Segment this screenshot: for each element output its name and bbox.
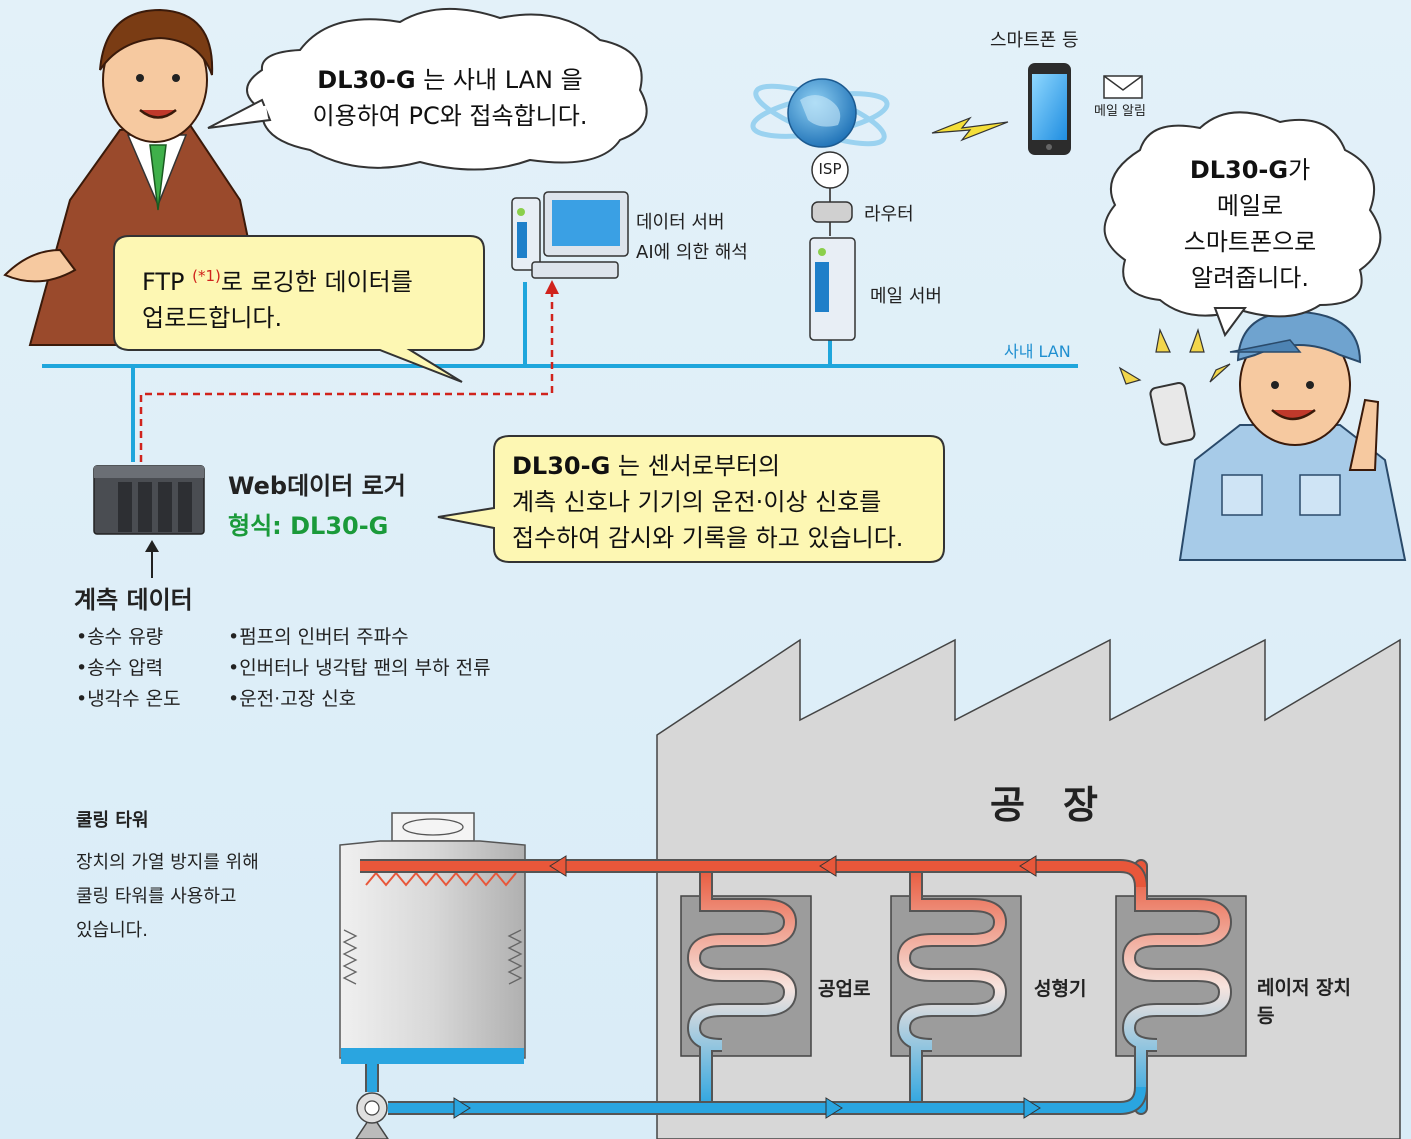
right-speech-bubble — [1103, 111, 1382, 338]
ftp-line1: 로 로깅한 데이터를 — [220, 268, 413, 296]
right-bubble-line2: 메일로 — [1216, 192, 1284, 220]
lan-label: 사내 LAN — [1004, 342, 1071, 361]
data-server-line1: 데이터 서버 — [636, 212, 725, 233]
machine-label-laser: 레이저 장치 등 — [1257, 974, 1351, 1030]
monitor-line2: 계측 신호나 기기의 운전·이상 신호를 — [512, 488, 882, 516]
right-bubble-line3: 스마트폰으로 — [1183, 228, 1317, 256]
top-bubble-text: DL30-G 는 사내 LAN 을 이용하여 PC와 접속합니다. — [270, 62, 630, 134]
data-server-label: 데이터 서버 AI에 의한 해석 — [636, 208, 748, 268]
cooling-line2: 쿨링 타워를 사용하고 — [76, 886, 237, 907]
monitor-callout-box — [437, 435, 945, 563]
smartphone-icon — [1028, 63, 1071, 155]
data-logger-icon — [93, 465, 205, 535]
ftp-callout-box — [113, 235, 485, 383]
measurement-item: •운전·고장 신호 — [228, 688, 357, 710]
lightning-icon — [931, 116, 1009, 142]
cold-flow-arrows — [453, 1097, 1041, 1119]
mail-server-icon — [809, 237, 856, 341]
router-icon — [811, 201, 853, 223]
measurement-title: 계측 데이터 — [74, 586, 193, 614]
internet-globe-icon — [750, 78, 890, 148]
measurement-item: •냉각수 온도 — [76, 688, 181, 710]
top-bubble-line2: 이용하여 PC와 접속합니다. — [312, 102, 588, 130]
router-label: 라우터 — [864, 204, 914, 225]
mail-server-label: 메일 서버 — [870, 286, 942, 307]
hot-flow-arrows — [549, 855, 1037, 877]
monitor-line1: 는 센서로부터의 — [610, 452, 781, 480]
measurement-item: •송수 압력 — [76, 657, 164, 679]
measurement-item: •인버터나 냉각탑 팬의 부하 전류 — [228, 657, 491, 679]
data-server-icon — [511, 191, 629, 279]
isp-circle — [811, 151, 849, 189]
mail-alert-label: 메일 알림 — [1094, 104, 1146, 119]
monitor-brand: DL30-G — [512, 452, 611, 480]
cooling-tower — [339, 812, 526, 1064]
ftp-arrow-head — [545, 280, 559, 294]
cooling-line3: 있습니다. — [76, 920, 148, 941]
lan-network — [42, 282, 1078, 462]
measurement-list-2: •펌프의 인버터 주파수 •인버터나 냉각탑 팬의 부하 전류 •운전·고장 신… — [228, 622, 491, 715]
ftp-footnote: (*1) — [192, 267, 221, 285]
right-bubble-text: DL30-G가 메일로 스마트폰으로 알려줍니다. — [1130, 152, 1370, 296]
tower-louver-right — [507, 929, 523, 985]
ftp-callout-text: FTP (*1)로 로깅한 데이터를 업로드합니다. — [142, 258, 413, 336]
factory-building — [656, 638, 1401, 1139]
machine-label-laser-extra: 등 — [1257, 1005, 1275, 1027]
data-server-line2: AI에 의한 해석 — [636, 242, 748, 263]
worker-illustration — [1118, 310, 1407, 561]
factory-title: 공 장 — [990, 783, 1098, 827]
right-bubble-brand: DL30-G — [1189, 156, 1289, 184]
right-bubble-line1: 가 — [1288, 156, 1311, 184]
isp-label: ISP — [818, 160, 842, 178]
machine-label-laser-name: 레이저 장치 — [1257, 977, 1352, 999]
top-bubble-line1: 는 사내 LAN 을 — [415, 66, 583, 94]
top-bubble-brand: DL30-G — [317, 66, 416, 94]
tower-louver-left — [342, 929, 358, 985]
top-speech-bubble — [207, 7, 648, 171]
measurement-arrow-head — [145, 540, 159, 552]
right-bubble-line4: 알려줍니다. — [1190, 264, 1310, 292]
logger-name: Web데이터 로거 — [228, 472, 406, 500]
monitor-callout-text: DL30-G 는 센서로부터의 계측 신호나 기기의 운전·이상 신호를 접수하… — [512, 448, 903, 556]
logger-model: 형식: DL30-G — [228, 512, 389, 540]
measurement-item: •펌프의 인버터 주파수 — [228, 626, 409, 648]
cooling-tower-title: 쿨링 타워 — [76, 810, 149, 831]
monitor-line3: 접수하여 감시와 기록을 하고 있습니다. — [512, 524, 904, 552]
machine-label-furnace: 공업로 — [818, 978, 871, 1000]
ftp-prefix: FTP — [142, 268, 193, 296]
measurement-list-1: •송수 유량 •송수 압력 •냉각수 온도 — [76, 622, 181, 715]
pump-icon — [355, 1092, 389, 1139]
cooling-tower-desc: 장치의 가열 방지를 위해 쿨링 타워를 사용하고 있습니다. — [76, 846, 259, 948]
mail-envelope-icon — [1103, 75, 1143, 99]
ftp-upload-path — [139, 292, 554, 462]
measurement-item: •송수 유량 — [76, 626, 164, 648]
cooling-line1: 장치의 가열 방지를 위해 — [76, 852, 259, 873]
ftp-line2: 업로드합니다. — [142, 304, 283, 332]
machine-label-molding: 성형기 — [1034, 978, 1087, 1000]
smartphone-label: 스마트폰 등 — [990, 30, 1079, 51]
